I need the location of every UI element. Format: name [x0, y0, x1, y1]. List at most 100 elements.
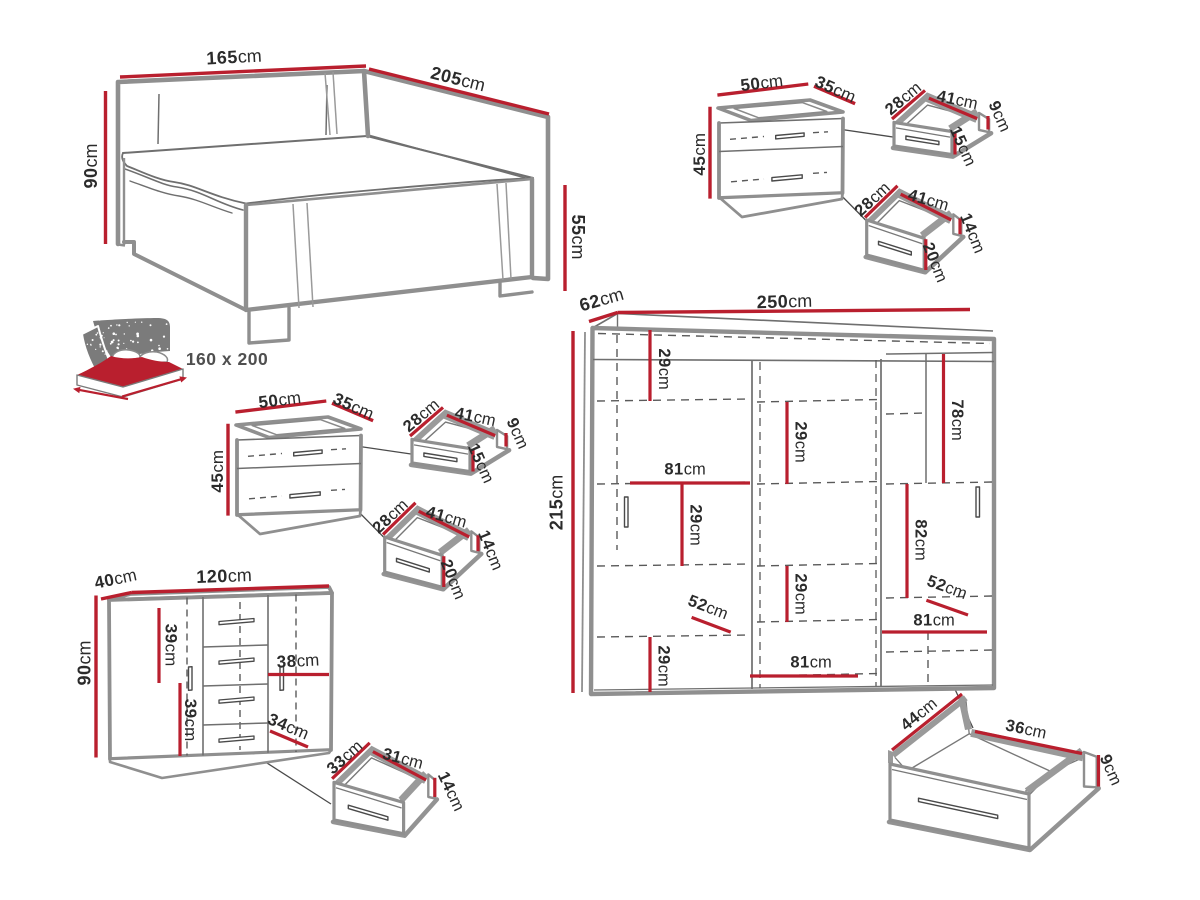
wardrobe-shelf-dash: [885, 412, 927, 415]
dresser-drawer-separator: [202, 722, 269, 726]
drawer-width-label: 41cm: [935, 87, 979, 113]
bed-headboard-seam: [157, 93, 160, 145]
wardrobe-internal-label: 29cm: [655, 645, 673, 686]
wardrobe-internal-label: 81cm: [790, 654, 831, 672]
nightstand-depth-line: [813, 84, 856, 106]
nightstand-right: 50cm 35cm 45cm: [689, 71, 894, 222]
bed-footboard-cap-line: [505, 182, 512, 280]
nightstand-width-label: 50cm: [739, 71, 784, 95]
nightstand-plinth: [236, 508, 362, 536]
drawer-width-label: 36cm: [1004, 716, 1048, 742]
bed-footboard-cap-line: [292, 203, 300, 309]
drawer-front: [865, 218, 926, 272]
nightstand-height-label: 45cm: [689, 133, 708, 176]
dresser-plinth: [108, 748, 333, 780]
wardrobe-top-left-edge: [592, 312, 618, 329]
wardrobe-shelf-dash: [756, 618, 879, 623]
wardrobe-top-fill: [592, 313, 994, 339]
nightstand-top: [716, 98, 845, 123]
drawer-handle: [905, 135, 940, 146]
nightstand-left-drawer-lower: 28cm 41cm 14cm 20cm: [369, 496, 506, 602]
bed-headboard-cap-line: [332, 71, 338, 135]
drawer-width-line: [417, 509, 470, 539]
nightstand-front-fill: [719, 118, 843, 198]
wardrobe-shelf-dash: [596, 634, 750, 638]
bed-height-label: 90cm: [81, 143, 101, 188]
icon-sheet: [77, 356, 183, 387]
wardrobe-depth-label: 62cm: [577, 284, 626, 316]
drawer-front-dash: [729, 135, 765, 140]
drawer-front-inner-edge: [891, 768, 1028, 801]
wardrobe-shelf-dash: [885, 595, 993, 599]
bed-headboard-outline: [115, 68, 371, 247]
icon-blanket-stars: [86, 319, 169, 364]
drawer-depth-line: [890, 89, 927, 121]
drawer-front: [332, 780, 406, 836]
bed-foot-leg: [247, 306, 291, 345]
dresser-door-handle: [187, 666, 193, 691]
drawer-front-dash: [812, 171, 828, 174]
dresser-door-width-label: 39cm: [162, 624, 181, 667]
mattress-size-label: 160 x 200: [186, 349, 268, 369]
dresser-diagram: 40cm 120cm 90cm 39cm 39cm 38cm 34cm: [75, 565, 334, 805]
nightstand-handle: [775, 132, 805, 140]
wardrobe-shelf-dash: [756, 480, 879, 485]
dresser-drawer-handle: [218, 735, 255, 743]
bed-footboard-fill: [246, 179, 532, 310]
drawer-width-label: 41cm: [424, 503, 469, 532]
dresser-drawer: 33cm 31cm 14cm: [324, 737, 468, 838]
wardrobe-bottom-line: [593, 684, 994, 691]
nightstand-right-drawer-lower: 28cm 41cm 14cm 20cm: [851, 179, 988, 285]
bed-side-rail-line: [367, 134, 534, 181]
drawer-width-line: [974, 729, 1083, 756]
icon-length-arrow-head: [179, 376, 187, 383]
dresser-height-label: 90cm: [75, 640, 95, 685]
drawer-handle: [347, 804, 389, 821]
dresser-door-handle: [279, 666, 285, 691]
icon-length-arrow: [121, 377, 185, 398]
nightstand-width-line: [235, 399, 327, 414]
wardrobe-width-label: 250cm: [756, 291, 812, 312]
drawer-left-wall: [334, 745, 376, 787]
nightstand-top: [234, 415, 363, 440]
bed-footboard-cap-line: [496, 183, 504, 281]
bed-headboard-fill: [118, 71, 368, 244]
drawer-right-wall: [948, 108, 979, 132]
bed-footboard-cap-line: [306, 202, 314, 308]
drawer-left-wall: [891, 695, 968, 758]
drawer-wall-step: [958, 695, 972, 730]
wardrobe-internal-label: 29cm: [687, 504, 705, 545]
wardrobe-track-line: [592, 358, 995, 363]
drawer-shadow: [408, 447, 512, 476]
bed-foot-leg: [498, 281, 534, 298]
wardrobe-internal-line: [691, 615, 732, 634]
drawer-left-wall: [866, 188, 904, 225]
dresser-width-line: [131, 584, 330, 595]
nightstand-front-top-edge: [236, 434, 362, 441]
drawer-width-line: [372, 750, 427, 782]
nightstand-left-drawer-upper: 28cm 41cm 9cm 15cm: [400, 396, 532, 486]
nightstand-top-inner: [251, 418, 346, 436]
bed-mattress-seam: [124, 168, 244, 211]
wardrobe-ceiling-dash: [597, 332, 991, 345]
bed-footboard-top-edge: [245, 177, 533, 207]
nightstand-front-top-edge: [718, 117, 844, 124]
wardrobe-shelf-dash: [596, 563, 750, 567]
drawer-depth-line: [408, 406, 445, 438]
bed-left-rail-fill: [124, 170, 246, 310]
wardrobe-internal-label: 81cm: [913, 612, 954, 630]
drawer-front-inner-edge: [335, 787, 402, 809]
icon-blanket: [93, 318, 170, 357]
bed-headboard-cap-line: [324, 72, 331, 136]
nightstand-right-drawer-upper: 28cm 41cm 9cm 15cm: [882, 79, 1014, 169]
bed-footboard-height-label: 55cm: [568, 214, 588, 259]
drawer-depth-line: [863, 184, 899, 219]
dresser-right-door-label: 38cm: [276, 650, 320, 671]
wardrobe-door-handle: [623, 496, 629, 528]
nightstand-front-fill: [237, 435, 361, 515]
nightstand-handle: [771, 174, 803, 182]
wardrobe-shelf-dash: [756, 562, 879, 567]
drawer-handle: [395, 557, 430, 573]
